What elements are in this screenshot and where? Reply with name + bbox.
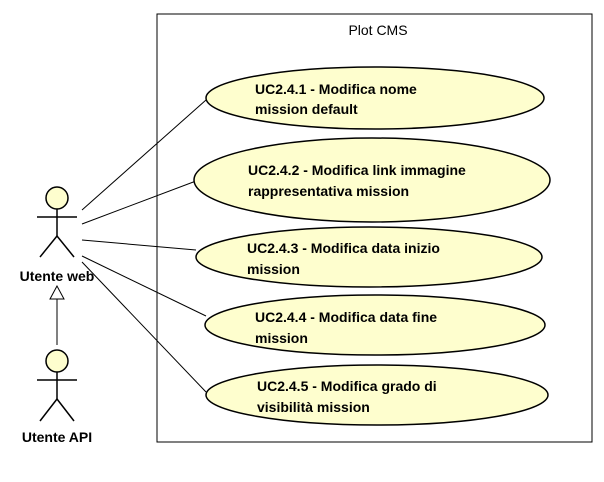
association-line [81, 180, 197, 225]
use-case-line2: rappresentativa mission [248, 183, 409, 199]
association-line [81, 239, 197, 251]
association-line [81, 255, 207, 317]
association-line [81, 261, 207, 393]
use-case-line1: UC2.4.2 - Modifica link immagine [248, 162, 466, 178]
associations [81, 99, 207, 393]
use-case-ellipse [195, 226, 543, 288]
use-case-line1: UC2.4.4 - Modifica data fine [255, 309, 437, 325]
stick-figure-icon [37, 349, 77, 422]
use-case-ellipse [193, 137, 551, 223]
generalization-arrow [49, 284, 65, 345]
system-title: Plot CMS [348, 22, 407, 38]
use-case-ellipse [205, 364, 549, 426]
actor-label: Utente API [22, 429, 92, 445]
use-case-line1: UC2.4.1 - Modifica nome [255, 81, 417, 97]
use-case-ellipse [204, 294, 546, 356]
use-case-4[interactable]: UC2.4.4 - Modifica data fine mission [204, 294, 546, 356]
use-case-2[interactable]: UC2.4.2 - Modifica link immagine rappres… [193, 137, 551, 223]
stick-figure-icon [37, 186, 77, 258]
triangle-arrowhead-icon [49, 284, 65, 300]
use-case-3[interactable]: UC2.4.3 - Modifica data inizio mission [195, 226, 543, 288]
use-case-line2: visibilità mission [257, 399, 370, 415]
use-case-line2: mission default [255, 101, 358, 117]
actor-label: Utente web [20, 268, 95, 284]
association-line [81, 99, 207, 211]
use-case-1[interactable]: UC2.4.1 - Modifica nome mission default [205, 66, 545, 130]
use-case-line2: mission [247, 261, 300, 277]
use-case-5[interactable]: UC2.4.5 - Modifica grado di visibilità m… [205, 364, 549, 426]
use-case-ellipse [205, 66, 545, 130]
actor-utente-api[interactable]: Utente API [22, 349, 92, 445]
use-case-line1: UC2.4.3 - Modifica data inizio [247, 240, 440, 256]
use-case-line1: UC2.4.5 - Modifica grado di [257, 378, 437, 394]
use-case-line2: mission [255, 330, 308, 346]
actor-utente-web[interactable]: Utente web [20, 186, 95, 284]
